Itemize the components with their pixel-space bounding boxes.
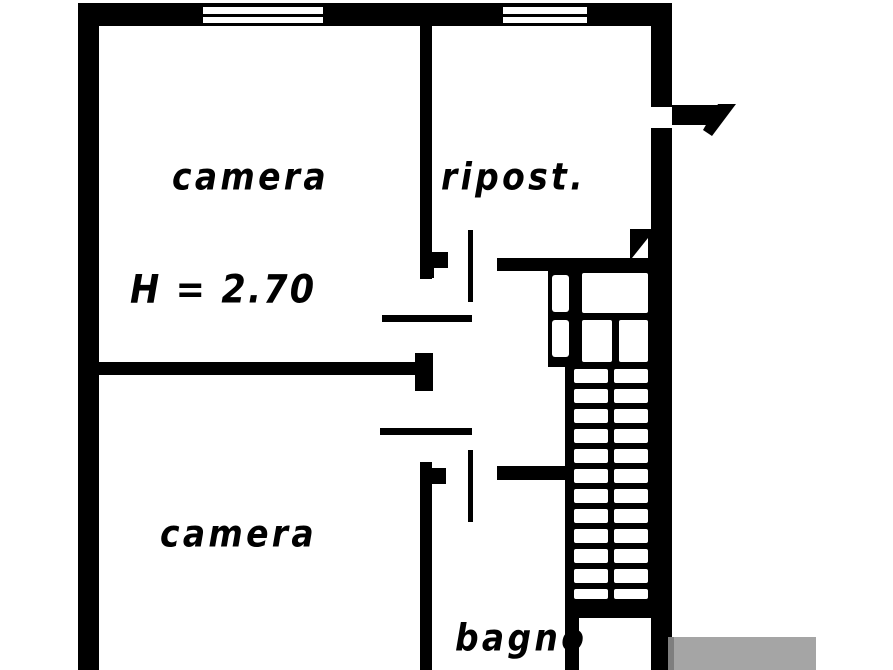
stair-tread-right-5: [614, 449, 648, 463]
wall-divider-pier: [415, 353, 433, 391]
stair-tread-right-12: [614, 589, 648, 599]
stair-tread-left-10: [574, 549, 608, 563]
entry-door-assembly: [672, 104, 736, 136]
door-jamb-camera-top-tail: [420, 252, 434, 278]
stair-landing-surface-upper: [582, 273, 648, 313]
wall-vertical-divider: [420, 26, 448, 279]
stair-winders: [548, 271, 651, 367]
wall-divider-lower: [420, 462, 432, 670]
stair-tread-right-9: [614, 529, 648, 543]
watermark-overlay: [668, 637, 816, 670]
wall-divider-horizontal: [99, 362, 424, 375]
stair-winder-tread-2: [552, 320, 569, 357]
stair-tread-left-11: [574, 569, 608, 583]
stair-tread-left-1: [574, 369, 608, 383]
stair-tread-right-6: [614, 469, 648, 483]
stair-tread-right-1: [614, 369, 648, 383]
stair-corner-notch-bevel: [632, 238, 648, 258]
stair-tread-left-2: [574, 389, 608, 403]
stair-tread-left-6: [574, 469, 608, 483]
stair-tread-right-4: [614, 429, 648, 443]
windows: [203, 7, 587, 23]
stair-tread-right-8: [614, 509, 648, 523]
stair-tread-left-12: [574, 589, 608, 599]
door-leaf-camera-top: [468, 230, 473, 302]
door-sill-camera-bottom: [380, 428, 472, 435]
stair-tread-left-5: [574, 449, 608, 463]
wall-vertical-divider-lower: [420, 462, 446, 670]
stair-tread-left-9: [574, 529, 608, 543]
wall-right-upper: [651, 3, 672, 107]
stair-tread-right-3: [614, 409, 648, 423]
stair-treads: [565, 362, 651, 602]
stair-landing-surface-lower: [582, 320, 612, 362]
wall-left: [78, 3, 99, 670]
stair-tread-left-8: [574, 509, 608, 523]
stair-tread-left-4: [574, 429, 608, 443]
stair-tread-right-7: [614, 489, 648, 503]
wall-divider-upper: [420, 26, 432, 279]
entry-door-threshold: [672, 105, 720, 125]
stair-tread-left-3: [574, 409, 608, 423]
stair-landing-surface-right: [619, 320, 648, 362]
door-sill-camera-top: [382, 315, 472, 322]
door-leaf-camera-bottom: [468, 450, 473, 522]
stair-tread-right-10: [614, 549, 648, 563]
stair-tread-right-2: [614, 389, 648, 403]
window-top-left: [203, 7, 323, 23]
entry-door-leaf: [703, 104, 736, 136]
window-top-right: [503, 7, 587, 23]
stair-tread-right-11: [614, 569, 648, 583]
stair-winder-tread-1: [552, 275, 569, 312]
door-jamb-camera-bottom: [420, 468, 446, 484]
wall-right-lower: [651, 128, 672, 670]
stair-tread-left-7: [574, 489, 608, 503]
stair-corridor-stub: [497, 466, 569, 480]
wall-horizontal-divider: [99, 353, 433, 391]
